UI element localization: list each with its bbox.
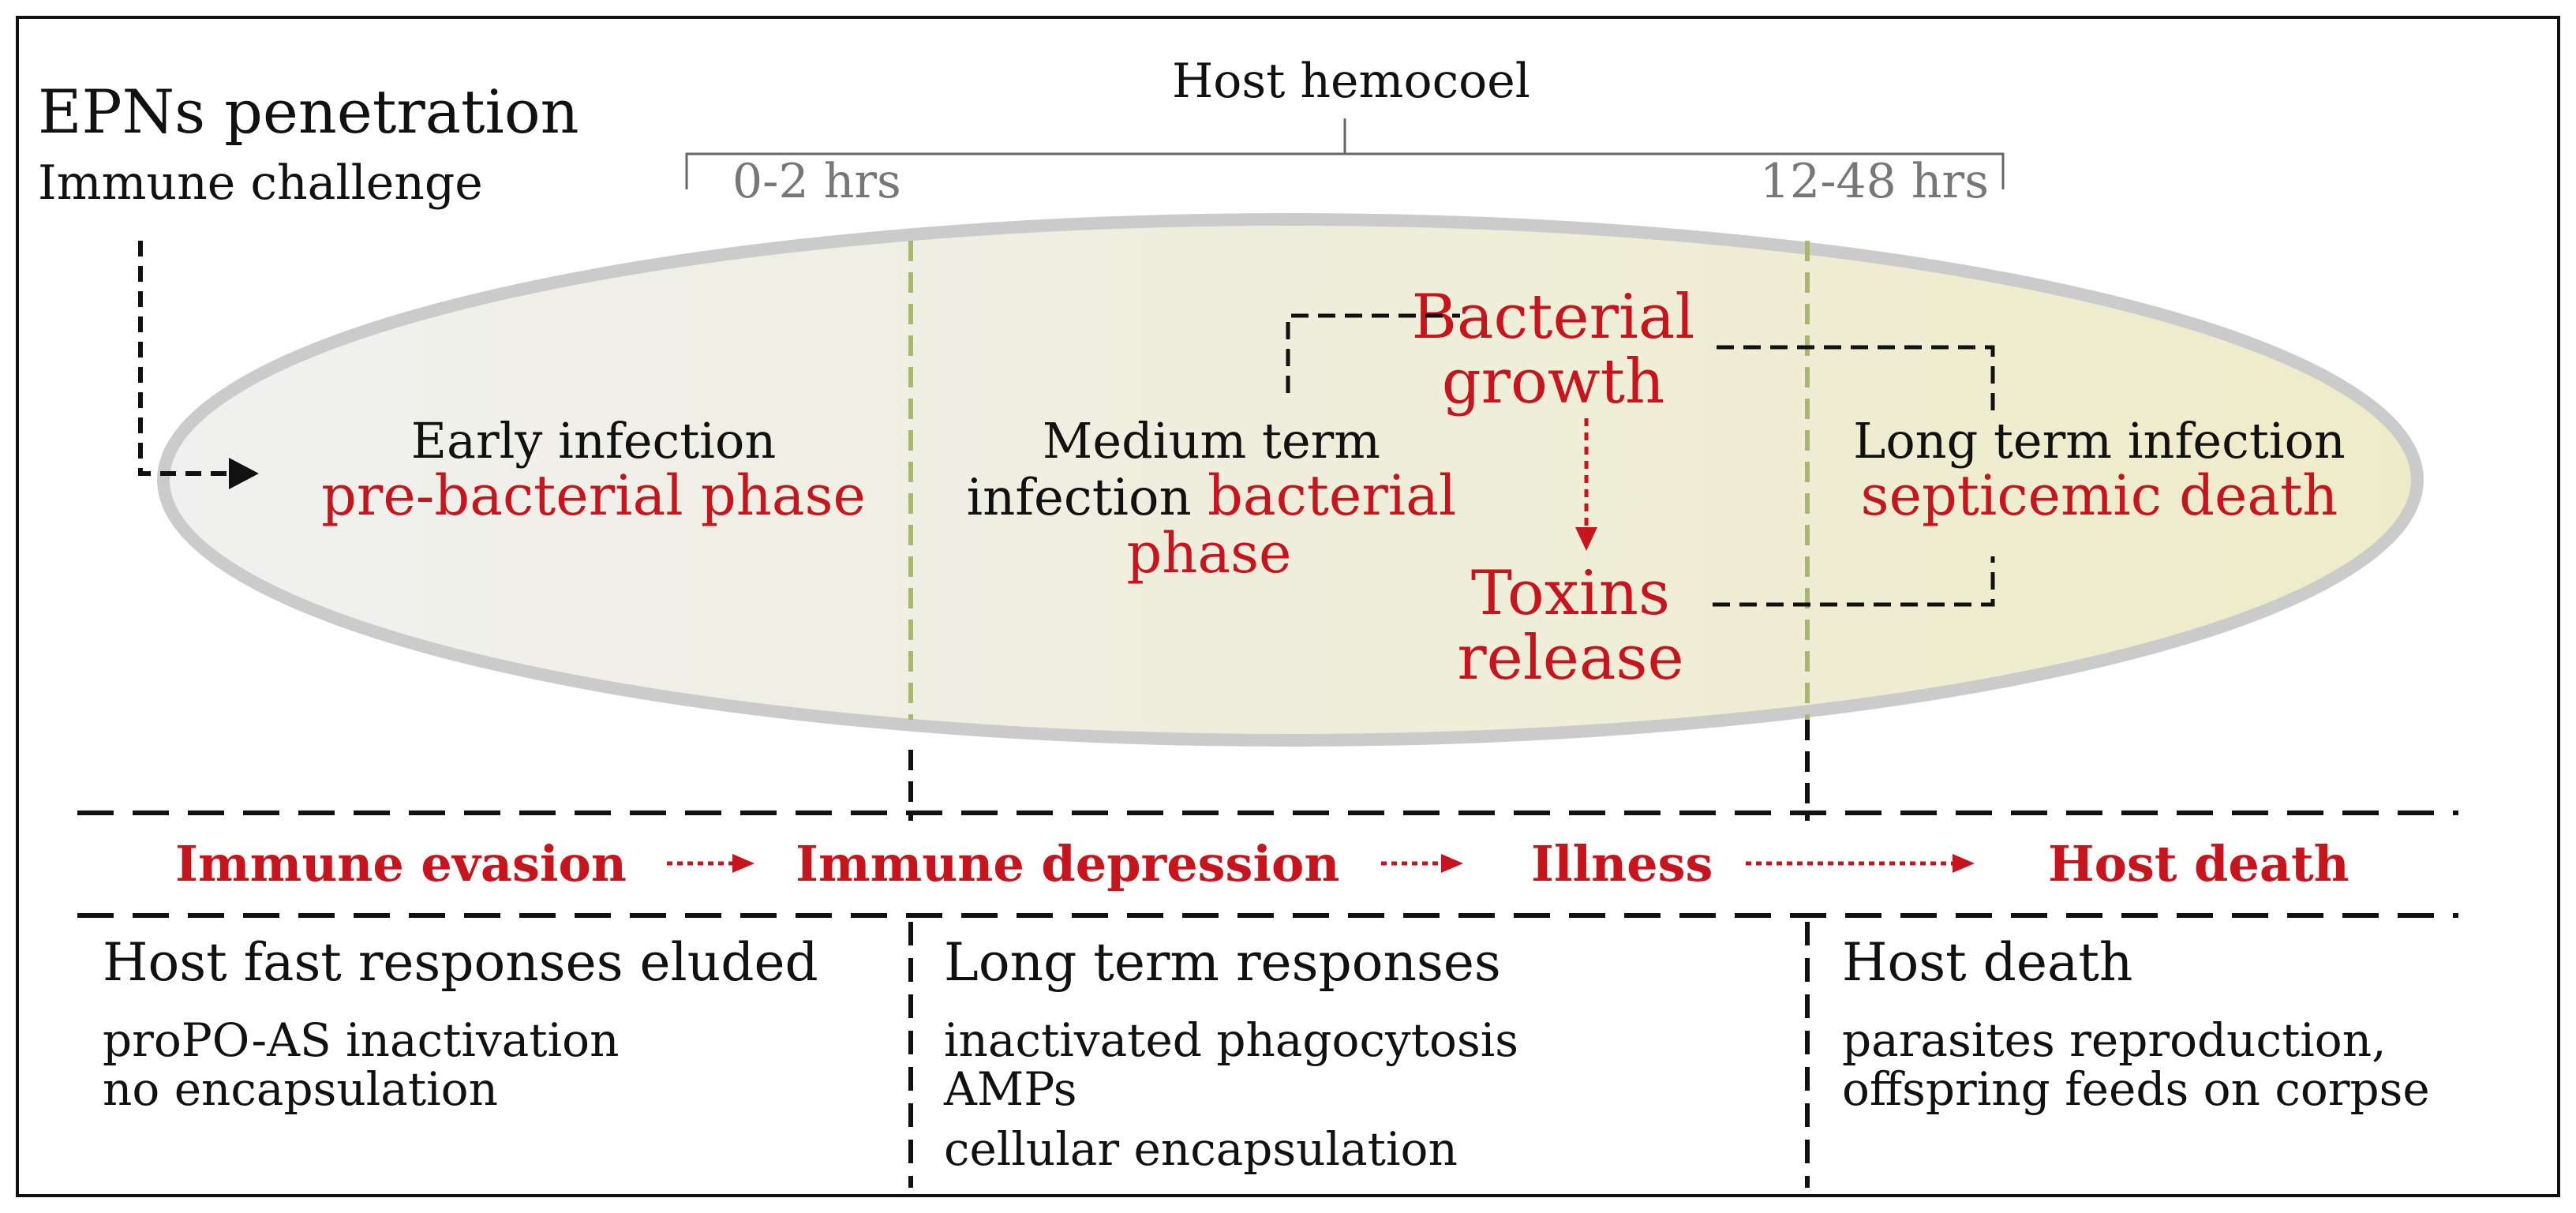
response-2-title: Long term responses [944,932,1501,993]
toxins-loop-right [1713,556,1995,607]
time-end: 12-48 hrs [1760,154,1989,209]
hemocoel-label: Host hemocoel [1172,54,1530,109]
phase-early-line1: Early infection [411,412,777,470]
figure-frame [16,16,2560,1197]
stage-host-death: Host death [2048,835,2349,893]
toxins-line1: Toxins [1471,558,1670,629]
phase-long-line2: septicemic death [1861,463,2338,528]
hemocoel-ellipse [157,213,2424,747]
growth-loop-left [1286,313,1460,393]
response-1-title: Host fast responses eluded [103,932,818,993]
response-3-title: Host death [1842,932,2132,993]
phase-medium-line3: phase [1127,521,1292,586]
stage-immune-depression: Immune depression [796,835,1339,893]
stage-illness: Illness [1531,835,1713,893]
response-1-item-1: proPO-AS inactivation [103,1013,619,1067]
entry-subtitle: Immune challenge [38,155,483,211]
toxins-line2: release [1457,623,1683,694]
response-3-item-2: offspring feeds on corpse [1842,1062,2430,1116]
stage-arrow-3-head [1953,854,1975,873]
response-2-item-3: cellular encapsulation [944,1122,1458,1176]
response-1-item-2: no encapsulation [103,1062,498,1116]
stage-immune-evasion: Immune evasion [175,835,627,893]
phase-medium-line2: infection bacterial [967,463,1457,528]
phase-medium-bacterial: bacterial [1208,463,1456,528]
bacterial-growth-line2: growth [1442,346,1665,417]
entry-arrow-head [229,458,259,489]
phase-medium-line1: Medium term [1043,412,1380,470]
stage-arrow-1-head [732,854,754,873]
phase-early-line2: pre-bacterial phase [321,463,866,528]
entry-arrow-line [138,241,237,476]
entry-title: EPNs penetration [38,77,579,147]
response-2-item-2: AMPs [943,1062,1077,1116]
stage-arrow-2-head [1441,854,1463,873]
response-3-item-1: parasites reproduction, [1842,1013,2387,1067]
hemocoel-bracket [685,118,2005,189]
phase-long-line1: Long term infection [1853,412,2346,470]
response-2-item-1: inactivated phagocytosis [944,1013,1518,1067]
phase-medium-infection: infection [967,469,1208,527]
time-start: 0-2 hrs [732,154,901,209]
growth-loop-right [1717,345,1995,414]
growth-to-toxins-arrowhead [1575,527,1597,551]
